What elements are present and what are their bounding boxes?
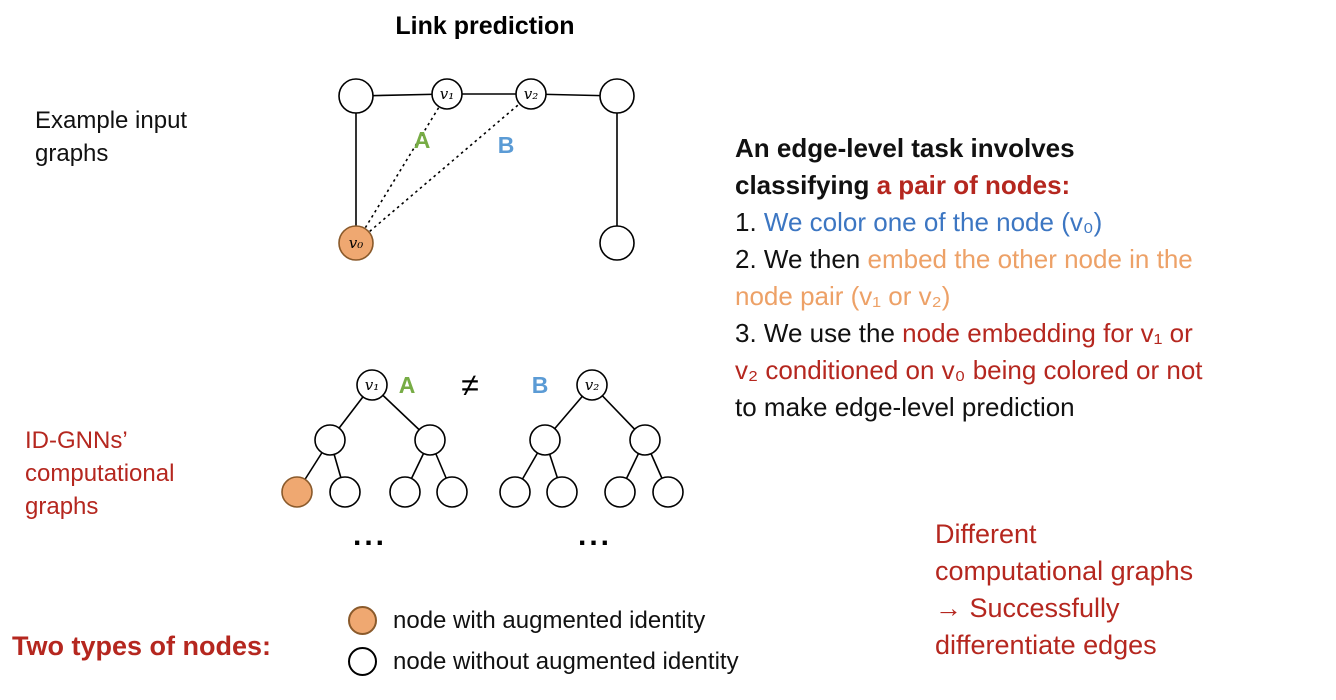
tree-node xyxy=(414,424,446,456)
tree-node xyxy=(389,476,421,508)
explanation-item-1: 1. We color one of the node (v₀) xyxy=(735,204,1335,241)
input-graph-nodes xyxy=(338,78,635,261)
tree-b-label: B xyxy=(532,372,549,398)
left-tree-ellipsis: ... xyxy=(353,519,387,552)
legend-label: node with augmented identity xyxy=(393,606,706,634)
input-graph-diagram: v₁ v₂ v₀ A B xyxy=(338,78,635,261)
tree-node xyxy=(629,424,661,456)
edge-a-label: A xyxy=(414,127,431,153)
item3-red-text: v₂ conditioned on v₀ being colored or no… xyxy=(735,355,1203,385)
graph-node xyxy=(599,78,635,114)
example-input-graphs-label: Example input graphs xyxy=(35,107,188,167)
conclusion-text: Different computational graphs → Success… xyxy=(935,516,1335,664)
page-title: Link prediction xyxy=(395,12,575,40)
item-number: 1. xyxy=(735,207,764,237)
explanation-item-3-line1: 3. We use the node embedding for v₁ or xyxy=(735,315,1335,352)
graph-node xyxy=(599,225,635,261)
tree-node xyxy=(329,476,361,508)
input-graph-edges xyxy=(355,93,618,244)
tree-node xyxy=(314,424,346,456)
graph-node xyxy=(338,78,374,114)
tree-root-v1 xyxy=(356,369,388,401)
explanation-item-2-line2: node pair (v₁ or v₂) xyxy=(735,278,1335,315)
explanation-heading-line2: classifying a pair of nodes: xyxy=(735,167,1335,204)
tree-node-colored xyxy=(281,476,313,508)
legend-item-plain: node without augmented identity xyxy=(348,647,768,676)
node-v2 xyxy=(515,78,547,110)
item2-black-text: 2. We then xyxy=(735,244,868,274)
node-v2-label: v₂ xyxy=(524,85,539,103)
tree-v2-label: v₂ xyxy=(585,376,600,394)
explanation-heading-line1: An edge-level task involves xyxy=(735,130,1335,167)
conclusion-line: differentiate edges xyxy=(935,630,1157,660)
item1-blue-text: We color one of the node (v₀) xyxy=(763,207,1103,237)
conclusion-line: computational graphs xyxy=(935,556,1194,586)
right-tree-ellipsis: ... xyxy=(578,519,612,552)
node-v0-label: v₀ xyxy=(349,234,364,252)
heading-text: An edge-level task involves xyxy=(735,133,1075,163)
item3-black-text: to make edge-level prediction xyxy=(735,392,1075,422)
tree-node xyxy=(499,476,531,508)
right-tree-nodes xyxy=(499,369,684,508)
node-v0-colored xyxy=(338,225,374,261)
plain-node-icon xyxy=(348,647,377,676)
legend-item-augmented: node with augmented identity xyxy=(348,606,768,635)
legend-label: node without augmented identity xyxy=(393,647,739,675)
computational-graphs-diagram: v₁ v₂ A ≠ B ... ... xyxy=(281,367,684,552)
idgnn-computational-graphs-label: ID-GNNs’ computational graphs xyxy=(25,427,175,520)
node-v1-label: v₁ xyxy=(440,85,455,103)
edge-b-label: B xyxy=(498,132,515,158)
node-v1 xyxy=(431,78,463,110)
edge-level-task-explanation: An edge-level task involves classifying … xyxy=(735,130,1335,426)
candidate-edge-b xyxy=(355,93,532,244)
tree-node xyxy=(436,476,468,508)
tree-a-label: A xyxy=(399,372,416,398)
tree-node xyxy=(652,476,684,508)
explanation-item-3-line3: to make edge-level prediction xyxy=(735,389,1335,426)
tree-root-v2 xyxy=(576,369,608,401)
explanation-item-3-line2: v₂ conditioned on v₀ being colored or no… xyxy=(735,352,1335,389)
heading-highlight: a pair of nodes: xyxy=(876,170,1071,200)
conclusion-line: → Successfully xyxy=(935,593,1120,623)
two-types-of-nodes-label: Two types of nodes: xyxy=(12,631,272,661)
not-equal-sign: ≠ xyxy=(461,367,479,403)
left-tree-nodes xyxy=(281,369,468,508)
tree-node xyxy=(529,424,561,456)
tree-v1-label: v₁ xyxy=(365,376,380,394)
explanation-item-2-line1: 2. We then embed the other node in the xyxy=(735,241,1335,278)
tree-node xyxy=(604,476,636,508)
heading-text: classifying xyxy=(735,170,877,200)
augmented-node-icon xyxy=(348,606,377,635)
tree-node xyxy=(546,476,578,508)
item3-black-text: 3. We use the xyxy=(735,318,903,348)
candidate-edge-a xyxy=(355,93,448,244)
node-legend: node with augmented identity node withou… xyxy=(348,606,768,688)
item2-orange-text: embed the other node in the xyxy=(867,244,1193,274)
item3-red-text: node embedding for v₁ or xyxy=(902,318,1193,348)
item2-orange-text: node pair (v₁ or v₂) xyxy=(735,281,951,311)
conclusion-line: Different xyxy=(935,519,1037,549)
